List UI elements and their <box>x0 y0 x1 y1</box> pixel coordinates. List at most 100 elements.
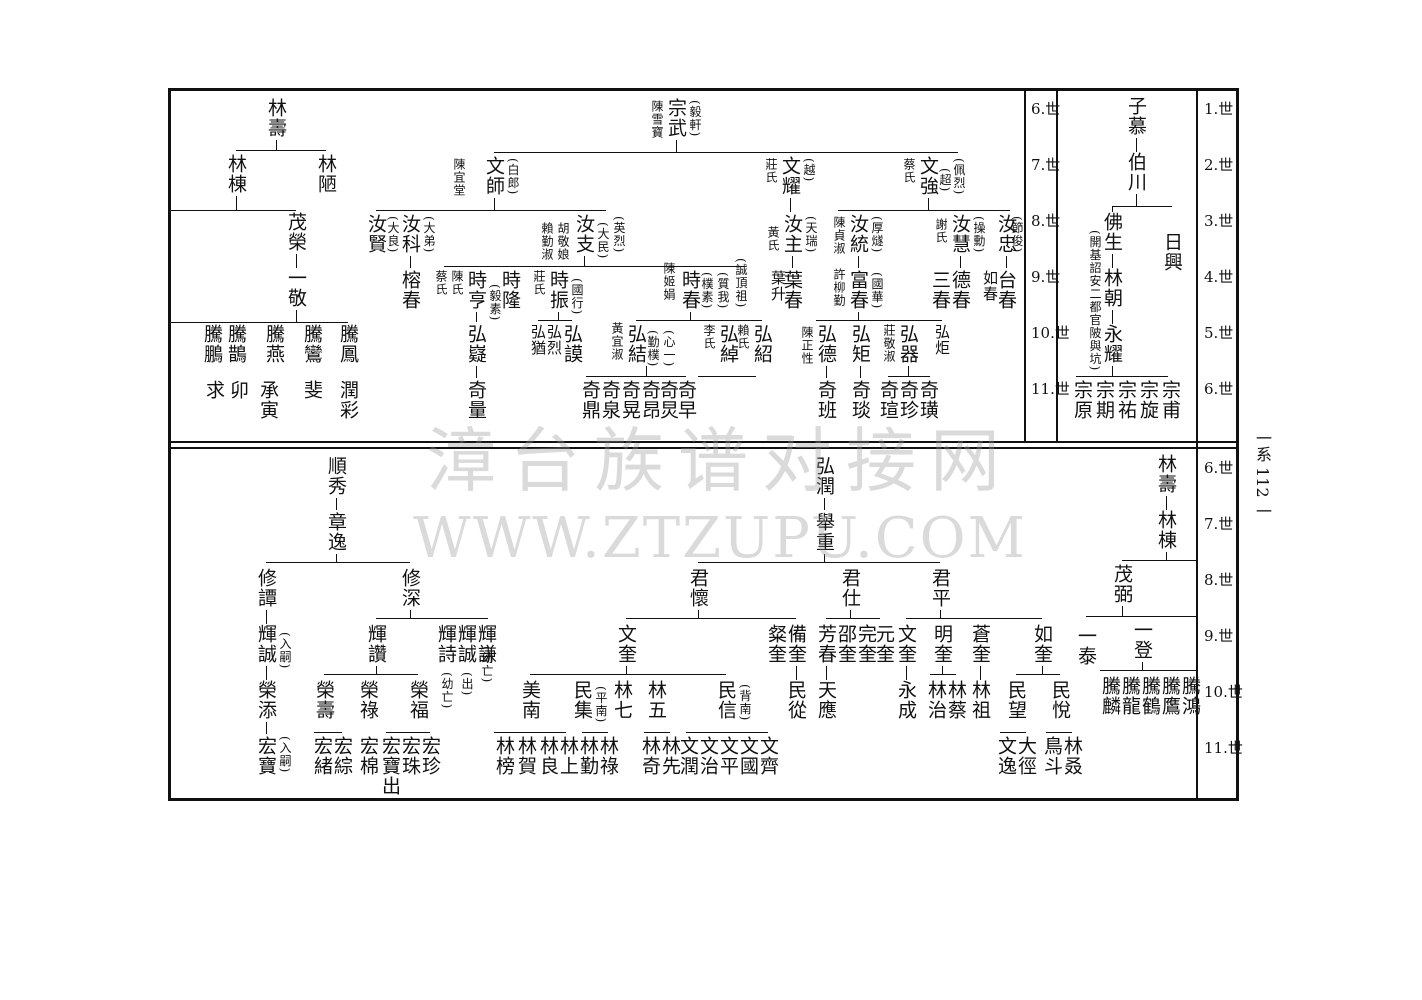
person: 伯川 <box>1125 152 1147 192</box>
note: (誠頂祖) <box>734 258 748 309</box>
person: 宗期 <box>1093 380 1115 420</box>
note: (佩烈) <box>952 158 966 196</box>
person: 時隆 <box>499 270 521 310</box>
person: 奇班 <box>815 380 837 420</box>
person: 文奎 <box>615 624 637 664</box>
person: 鳥斗 <box>1041 736 1063 776</box>
person: 三春 <box>929 270 951 310</box>
person: 元奎 <box>873 624 895 664</box>
note: (平南) <box>594 686 608 724</box>
person: 邵奎 <box>835 624 857 664</box>
person: 汝科 <box>399 214 421 254</box>
person: 榮福 <box>407 680 429 720</box>
gen-col-left-right <box>1196 88 1198 801</box>
spouse: 莊氏 <box>532 270 546 296</box>
person: 騰龍 <box>1119 676 1141 716</box>
person: 奇珍 <box>897 380 919 420</box>
note: (天瑞) <box>804 216 818 254</box>
person: 弘潤 <box>813 456 835 496</box>
person: 完奎 <box>855 624 877 664</box>
note: (操勳) <box>972 216 986 254</box>
person: 弘德 <box>815 324 837 364</box>
spouse: 陳氏 <box>450 270 464 296</box>
person: 輝讚 <box>365 624 387 664</box>
note: (超) <box>938 168 952 193</box>
person: 林朝 <box>1101 268 1123 308</box>
person: 汝慧 <box>949 214 971 254</box>
person: 奇早 <box>675 380 697 420</box>
person: 騰鸞 <box>301 324 323 364</box>
person: 修譚 <box>255 568 277 608</box>
person: 文治 <box>697 736 719 776</box>
person: 榮壽 <box>313 680 335 720</box>
section-divider <box>168 441 1239 443</box>
person: 奇琰 <box>849 380 871 420</box>
person: 輝謙 <box>475 624 497 664</box>
note: (國華) <box>870 272 884 310</box>
person: 時亨 <box>465 270 487 310</box>
person: 奇晃 <box>619 380 641 420</box>
genealogy-frame <box>168 88 1239 801</box>
person: 奇璜 <box>917 380 939 420</box>
person: 汝賢 <box>365 214 387 254</box>
spouse: 胡敬娘 <box>556 222 570 261</box>
person: 德春 <box>949 270 971 310</box>
person: 弘器 <box>897 324 919 364</box>
person: 宗武 <box>665 98 687 138</box>
person: 文平 <box>717 736 739 776</box>
gen-col-left-top <box>1024 88 1026 441</box>
note: (開基詔安二都官陂與坑) <box>1088 230 1102 372</box>
person: 奇量 <box>465 380 487 420</box>
person: 宗甫 <box>1159 380 1181 420</box>
note: (樸素) <box>700 272 714 310</box>
person: 君平 <box>929 568 951 608</box>
person: 騰鵲 <box>225 324 247 364</box>
person: 永成 <box>895 680 917 720</box>
person: 民望 <box>1005 680 1027 720</box>
person: 芳春 <box>815 624 837 664</box>
section-divider-double <box>168 447 1239 449</box>
spouse: 賴勤淑 <box>540 222 554 261</box>
note: (國行) <box>570 278 584 316</box>
person: 君仕 <box>839 568 861 608</box>
person: 騰鷹 <box>1159 676 1181 716</box>
person: 章逸 <box>325 512 347 552</box>
person: 汝主 <box>781 214 803 254</box>
person: 奇鼎 <box>579 380 601 420</box>
person: 文耀 <box>779 156 801 196</box>
person: 林治 <box>925 680 947 720</box>
person: 騰鵬 <box>201 324 223 364</box>
spouse: 陳正性 <box>800 326 814 365</box>
person: 林棟 <box>1155 510 1177 550</box>
person: 備奎 <box>785 624 807 664</box>
person: 文強 <box>917 156 939 196</box>
person: 時春 <box>679 270 701 310</box>
person: 林壽 <box>1155 454 1177 494</box>
person: 林棟 <box>225 154 247 194</box>
person: 弘烈 <box>545 324 563 356</box>
person: 大徑 <box>1015 736 1037 776</box>
person: 承寅 <box>257 380 279 420</box>
person: 林陋 <box>315 154 337 194</box>
person: 林叒 <box>1061 736 1083 776</box>
person: 宏緒 <box>311 736 333 776</box>
note: (幼亡) <box>440 672 454 710</box>
person: 民悅 <box>1049 680 1071 720</box>
person: 騰鴻 <box>1179 676 1201 716</box>
person: 弘炬 <box>933 324 951 356</box>
person: 卯 <box>227 380 249 400</box>
person: 汝支 <box>573 214 595 254</box>
person: 弘猶 <box>529 324 547 356</box>
person: 榕春 <box>399 270 421 310</box>
person: 宏綜 <box>331 736 353 776</box>
note: (英烈) <box>612 216 626 254</box>
note: (背南) <box>738 684 752 722</box>
person: 奇昂 <box>639 380 661 420</box>
person: 修深 <box>399 568 421 608</box>
note: (入嗣) <box>278 736 292 774</box>
person: 林奇 <box>639 736 661 776</box>
person: 林蔡 <box>945 680 967 720</box>
spouse: 莊氏 <box>764 158 778 184</box>
note: (大民) <box>596 222 610 260</box>
spouse: 陳貞淑 <box>832 216 846 255</box>
